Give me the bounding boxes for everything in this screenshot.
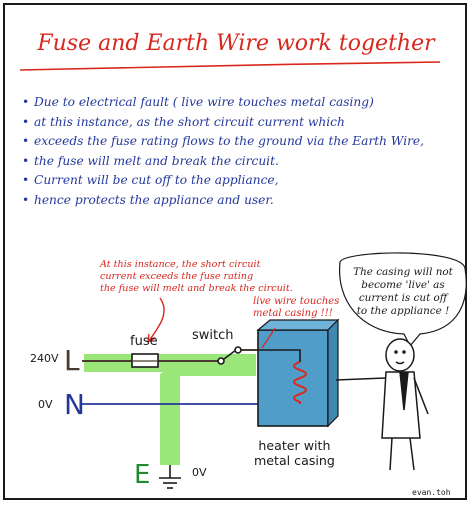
touch-note: live wire touches metal casing !!! [253,296,339,320]
bullet-item: exceeds the fuse rating flows to the gro… [22,132,424,152]
fuse-note-line: current exceeds the fuse rating [100,271,254,282]
person-speech: The casing will not become 'live' as cur… [346,266,460,318]
speech-line: become 'live' as [361,279,445,291]
earth-symbol [159,465,181,489]
heating-coil [293,361,307,404]
bullet-item: hence protects the appliance and user. [22,191,424,211]
touch-note-line: metal casing !!! [253,308,333,319]
earth-wire [84,354,256,465]
live-voltage-label: 240V [30,352,59,365]
speech-line: to the appliance ! [356,305,450,317]
fuse-note: At this instance, the short circuit curr… [100,259,293,295]
person-figure [335,338,429,471]
bullet-item: Due to electrical fault ( live wire touc… [22,93,424,113]
speech-bubble [338,252,467,348]
signature: evan.toh [412,488,451,497]
heater-label-line: metal casing [254,453,335,468]
bullet-item: Current will be cut off to the appliance… [22,171,424,191]
bullet-item: at this instance, as the short circuit c… [22,113,424,133]
touch-note-line: live wire touches [253,296,340,307]
title-underline [19,61,441,71]
heater-label: heater with metal casing [254,438,335,468]
heater-label-line: heater with [258,438,331,453]
fuse-note-line: the fuse will melt and break the circuit… [100,283,293,294]
poster-title: Fuse and Earth Wire work together [37,31,435,56]
switch-label: switch [192,328,234,343]
speech-line: current is cut off [358,292,448,304]
explanation-list: Due to electrical fault ( live wire touc… [22,93,424,211]
neutral-letter: N [64,388,85,421]
earth-voltage-label: 0V [192,466,207,479]
bullet-item: the fuse will melt and break the circuit… [22,152,424,172]
neutral-voltage-label: 0V [38,398,53,411]
switch-symbol [217,346,242,365]
heater-casing [257,329,329,427]
live-letter: L [64,344,80,377]
fuse-note-line: At this instance, the short circuit [100,259,261,270]
fuse-label: fuse [130,334,158,349]
note-arrow [147,297,165,343]
earth-letter: E [134,460,151,490]
speech-line: The casing will not [353,266,453,278]
